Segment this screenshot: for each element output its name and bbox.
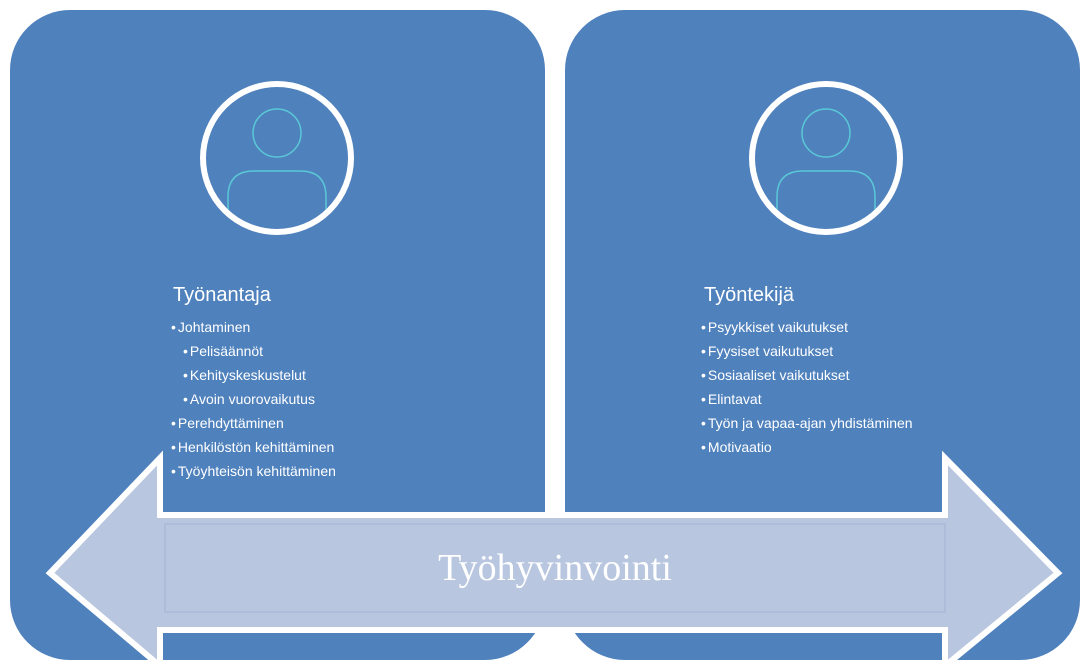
list-item: Motivaatio [701, 435, 913, 459]
list-item: Pelisäännöt [171, 339, 336, 363]
employee-title: Työntekijä [704, 284, 795, 306]
list-item: Elintavat [701, 387, 913, 411]
arrow-label: Työhyvinvointi [438, 547, 672, 589]
list-item: Kehityskeskustelut [171, 363, 336, 387]
employer-title: Työnantaja [173, 284, 271, 306]
list-item: Sosiaaliset vaikutukset [701, 363, 913, 387]
arrow-band [164, 523, 946, 613]
user-avatar-icon [200, 81, 354, 235]
user-avatar-icon [749, 81, 903, 235]
list-item: Psyykkiset vaikutukset [701, 315, 913, 339]
employee-list: Psyykkiset vaikutuksetFyysiset vaikutuks… [701, 315, 913, 459]
list-item: Työn ja vapaa-ajan yhdistäminen [701, 411, 913, 435]
list-item: Työyhteisön kehittäminen [171, 459, 336, 483]
list-item: Perehdyttäminen [171, 411, 336, 435]
list-item: Johtaminen [171, 315, 336, 339]
list-item: Fyysiset vaikutukset [701, 339, 913, 363]
list-item: Henkilöstön kehittäminen [171, 435, 336, 459]
employer-list: JohtaminenPelisäännötKehityskeskustelutA… [171, 315, 336, 483]
list-item: Avoin vuorovaikutus [171, 387, 336, 411]
